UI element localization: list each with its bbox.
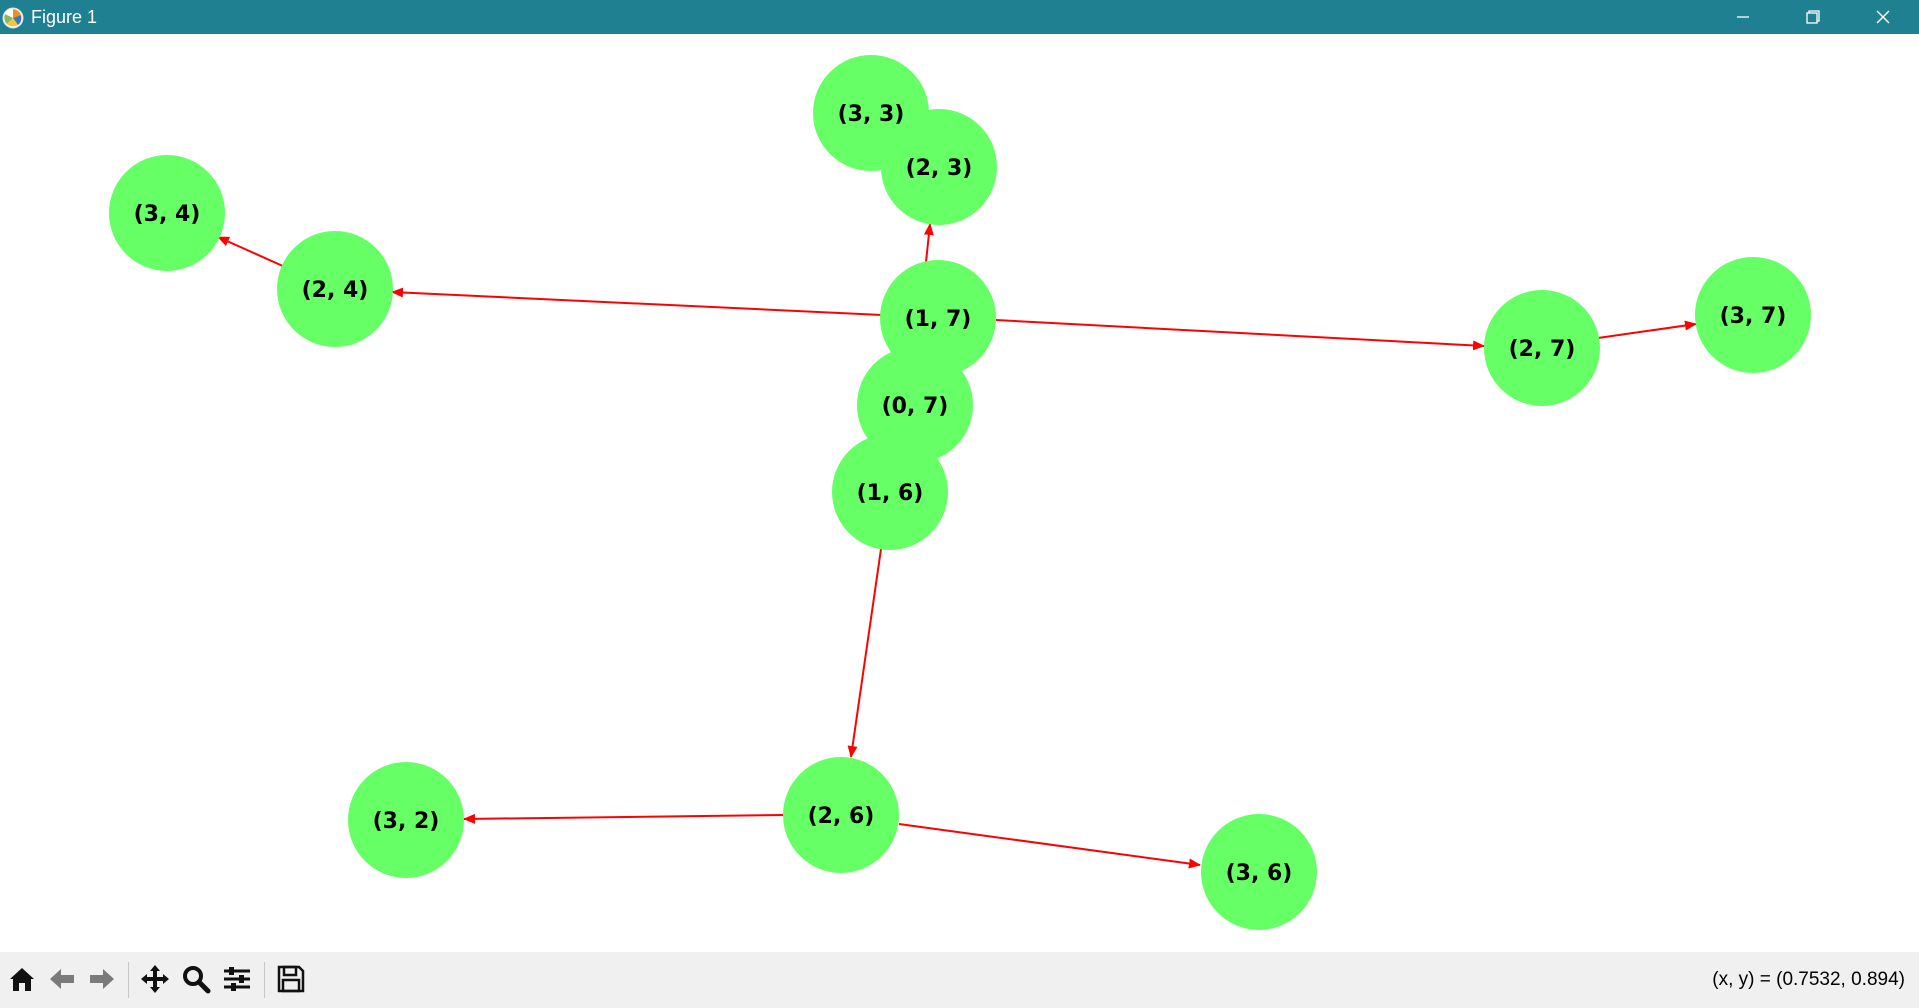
edge-2-6-to-3-2 — [463, 813, 784, 824]
save-button[interactable] — [272, 960, 310, 998]
node-label: (1, 7) — [905, 307, 972, 332]
move-icon — [141, 965, 169, 993]
toolbar-separator — [128, 962, 129, 998]
forward-button[interactable] — [83, 960, 121, 998]
node-label: (3, 3) — [838, 102, 905, 127]
restore-icon — [1806, 10, 1820, 24]
graph-node[interactable]: (2, 7) — [1484, 290, 1600, 406]
graph-node[interactable]: (3, 6) — [1201, 814, 1317, 930]
edges — [217, 223, 1697, 869]
graph-node[interactable]: (2, 3) — [881, 109, 997, 225]
node-label: (3, 4) — [134, 202, 201, 227]
node-label: (2, 6) — [808, 804, 875, 829]
home-button[interactable] — [3, 960, 41, 998]
sliders-icon — [224, 967, 250, 991]
graph-node[interactable]: (3, 7) — [1695, 257, 1811, 373]
magnifier-icon — [183, 966, 211, 994]
edge-2-4-to-3-4 — [217, 236, 286, 268]
graph-node[interactable]: (2, 6) — [783, 757, 899, 873]
floppy-disk-icon — [277, 965, 305, 993]
nodes: (3, 3) (2, 3) (3, 4) (2, 4) (2, 7) (3, 7… — [109, 55, 1811, 930]
node-label: (3, 2) — [373, 809, 440, 834]
window-title: Figure 1 — [31, 7, 98, 27]
graph-node[interactable]: (3, 4) — [109, 155, 225, 271]
node-label: (2, 4) — [302, 278, 369, 303]
close-button[interactable] — [1848, 0, 1918, 34]
node-label: (3, 6) — [1226, 861, 1293, 886]
edge-2-7-to-3-7 — [1597, 320, 1697, 339]
graph-node[interactable]: (1, 7) — [880, 260, 996, 376]
node-label: (2, 7) — [1509, 337, 1576, 362]
pan-button[interactable] — [136, 960, 174, 998]
title-bar: Figure 1 — [0, 0, 1919, 34]
graph-node[interactable]: (3, 2) — [348, 762, 464, 878]
matplotlib-logo-icon — [2, 7, 24, 29]
node-label: (3, 7) — [1720, 304, 1787, 329]
navigation-toolbar: (x, y) = (0.7532, 0.894) — [0, 952, 1919, 1008]
minimize-icon — [1737, 16, 1749, 18]
configure-subplots-button[interactable] — [218, 960, 256, 998]
arrow-left-icon — [50, 969, 74, 989]
restore-button[interactable] — [1778, 0, 1848, 34]
edge-1-6-to-2-6 — [847, 548, 882, 758]
figure-canvas[interactable]: (3, 3) (2, 3) (3, 4) (2, 4) (2, 7) (3, 7… — [0, 34, 1919, 952]
zoom-button[interactable] — [177, 960, 215, 998]
toolbar-separator — [264, 962, 265, 998]
graph-node[interactable]: (0, 7) — [857, 347, 973, 463]
node-label: (0, 7) — [882, 394, 949, 419]
home-icon — [10, 968, 34, 991]
back-button[interactable] — [43, 960, 81, 998]
graph-node[interactable]: (1, 6) — [832, 434, 948, 550]
edge-2-6-to-3-6 — [898, 823, 1201, 869]
arrow-right-icon — [90, 969, 114, 989]
edge-1-7-to-2-7 — [995, 319, 1485, 351]
graph-plot: (3, 3) (2, 3) (3, 4) (2, 4) (2, 7) (3, 7… — [109, 55, 1811, 930]
close-icon — [1876, 10, 1890, 24]
edge-1-7-to-2-3 — [923, 223, 934, 263]
node-label: (2, 3) — [906, 156, 973, 181]
graph-node[interactable]: (2, 4) — [277, 231, 393, 347]
minimize-button[interactable] — [1708, 0, 1778, 34]
edge-1-7-to-2-4 — [391, 287, 883, 316]
cursor-coordinates: (x, y) = (0.7532, 0.894) — [1712, 969, 1905, 990]
node-label: (1, 6) — [857, 481, 924, 506]
